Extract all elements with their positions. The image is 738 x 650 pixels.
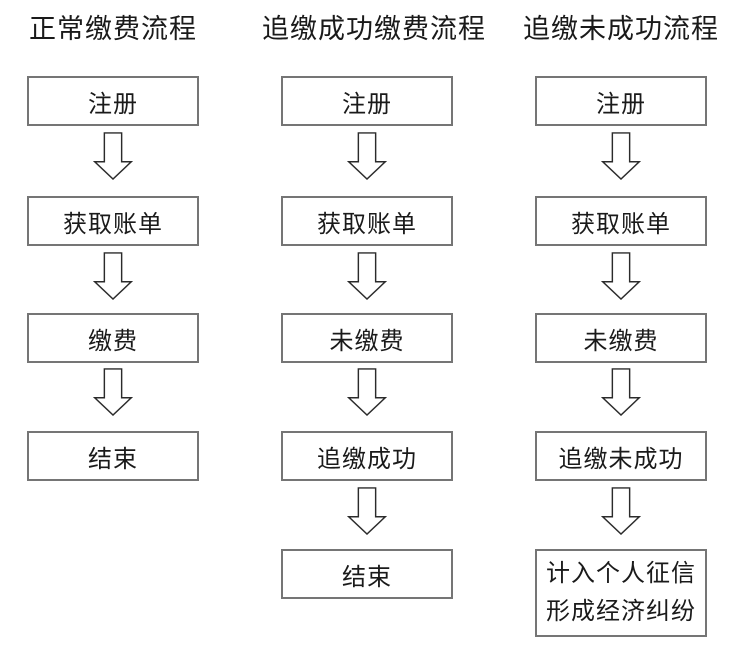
down-arrow-icon [601, 132, 641, 180]
flow-step-label: 注册 [596, 90, 646, 118]
flow-step-box: 结束 [281, 549, 453, 599]
down-arrow-icon [347, 487, 387, 535]
flow-step-label: 获取账单 [317, 210, 417, 238]
flow-step-box: 缴费 [27, 313, 199, 363]
flow-step-box: 注册 [281, 76, 453, 126]
flow-step-label: 未缴费 [329, 327, 405, 355]
flow-step-label: 追缴成功 [317, 445, 417, 473]
down-arrow-icon [601, 368, 641, 416]
flow-step-label: 获取账单 [571, 210, 671, 238]
flow-step-label: 结束 [88, 445, 138, 473]
flow-step-label-line2: 形成经济纠纷 [546, 598, 696, 625]
flowchart-recovery-failure: 追缴未成功流程 注册 获取账单 未缴费 追缴未成功 计入个人征信 形成经济纠纷 [516, 0, 726, 650]
flow-step-box: 结束 [27, 431, 199, 481]
flow-step-label: 注册 [88, 90, 138, 118]
flowchart-title: 正常缴费流程 [29, 14, 197, 44]
down-arrow-icon [93, 252, 133, 300]
down-arrow-icon [601, 252, 641, 300]
down-arrow-icon [347, 132, 387, 180]
flow-step-label: 获取账单 [63, 210, 163, 238]
flow-step-label: 注册 [342, 90, 392, 118]
down-arrow-icon [601, 487, 641, 535]
flow-step-label: 追缴未成功 [558, 445, 684, 473]
flow-step-box: 计入个人征信 形成经济纠纷 [535, 549, 707, 637]
flowchart-recovery-success: 追缴成功缴费流程 注册 获取账单 未缴费 追缴成功 结束 [262, 0, 486, 650]
down-arrow-icon [347, 368, 387, 416]
down-arrow-icon [347, 252, 387, 300]
down-arrow-icon [93, 368, 133, 416]
flow-step-label: 结束 [342, 563, 392, 591]
flowchart-normal-payment: 正常缴费流程 注册 获取账单 缴费 结束 [8, 0, 218, 650]
flow-step-box: 未缴费 [535, 313, 707, 363]
flowchart-title: 追缴成功缴费流程 [262, 14, 486, 44]
flow-step-box: 追缴成功 [281, 431, 453, 481]
flow-step-box: 获取账单 [281, 196, 453, 246]
flowchart-title: 追缴未成功流程 [523, 14, 719, 44]
flow-step-label: 缴费 [88, 327, 138, 355]
flow-step-box: 追缴未成功 [535, 431, 707, 481]
flow-step-box: 注册 [27, 76, 199, 126]
down-arrow-icon [93, 132, 133, 180]
flow-step-box: 注册 [535, 76, 707, 126]
flow-step-box: 未缴费 [281, 313, 453, 363]
flow-step-label: 未缴费 [583, 327, 659, 355]
flow-step-label: 计入个人征信 [546, 560, 696, 587]
flow-step-box: 获取账单 [535, 196, 707, 246]
flow-step-box: 获取账单 [27, 196, 199, 246]
